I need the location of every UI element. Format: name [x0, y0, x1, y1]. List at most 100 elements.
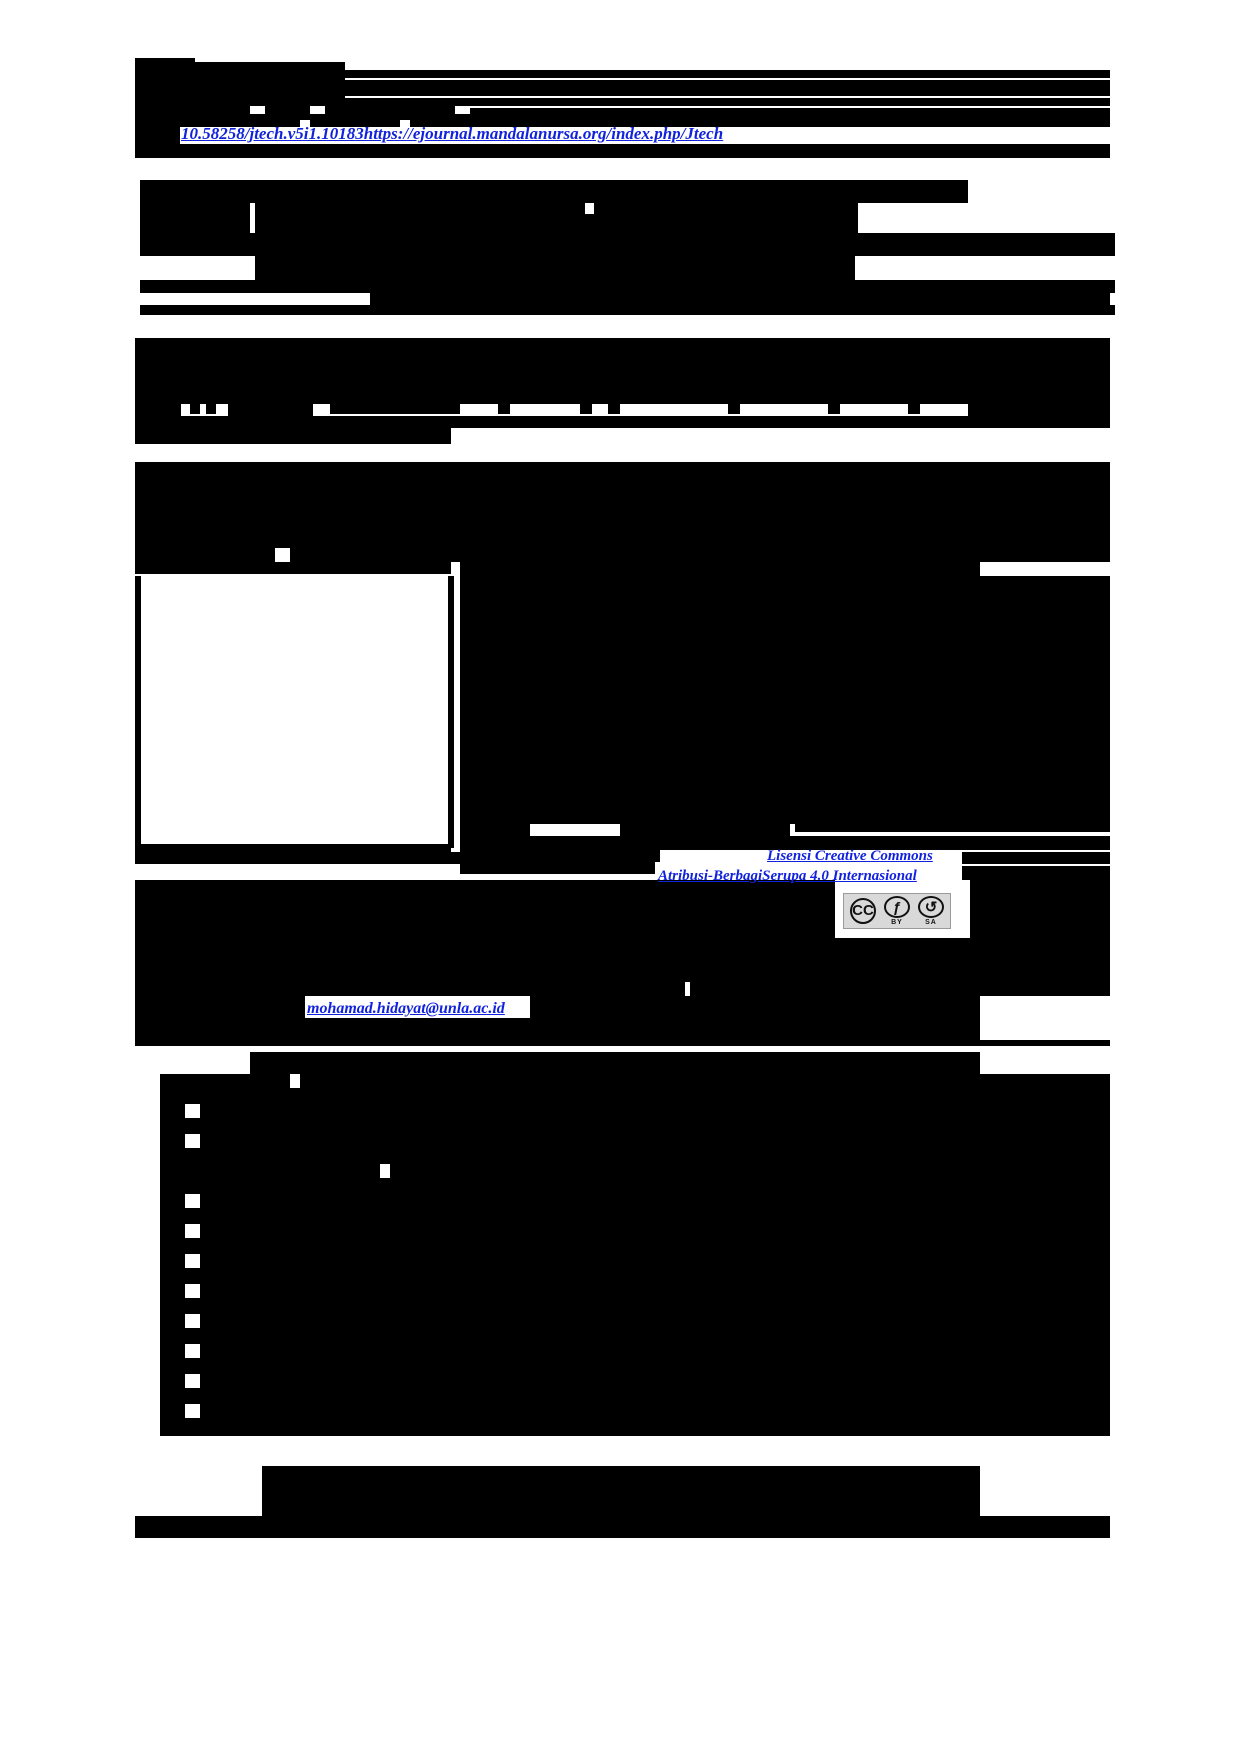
redaction-bar: [980, 1268, 1110, 1284]
redaction-bar: [135, 890, 835, 938]
redaction-bar: [135, 1516, 360, 1538]
redaction-bar: [135, 416, 1110, 428]
cc-license-link-line1[interactable]: Lisensi Creative Commons: [767, 848, 933, 864]
redaction-bar: [160, 1404, 185, 1418]
cc-sa-label: SA: [925, 919, 937, 926]
redaction-bar: [200, 1404, 980, 1418]
redaction-bar: [160, 1134, 185, 1148]
doi-journal-link[interactable]: 10.58258/jtech.v5i1.10183https://ejourna…: [181, 124, 724, 143]
redaction-bar: [608, 404, 620, 414]
redaction-bar: [290, 548, 980, 562]
redaction-bar: [190, 404, 200, 414]
redaction-bar: [160, 1358, 980, 1374]
redaction-bar: [160, 1418, 980, 1436]
redaction-bar: [980, 1164, 1110, 1178]
redaction-bar: [980, 1358, 1110, 1374]
redaction-bar: [135, 562, 451, 574]
cc-mark-icon: CC: [848, 896, 878, 926]
redaction-bar: [200, 1224, 980, 1238]
redaction-bar: [980, 1194, 1110, 1208]
redaction-bar: [160, 1254, 185, 1268]
redaction-bar: [160, 1224, 185, 1238]
redaction-bar: [135, 852, 655, 864]
redaction-bar: [135, 534, 980, 548]
redaction-bar: [250, 1052, 980, 1074]
redaction-bar: [980, 534, 1110, 548]
redaction-bar: [135, 1040, 1110, 1046]
redaction-bar: [135, 404, 181, 416]
redaction-bar: [160, 1194, 185, 1208]
redaction-bar: [140, 233, 1115, 256]
redaction-bar: [360, 1516, 980, 1538]
redaction-bar: [980, 1344, 1110, 1358]
redaction-bar: [255, 203, 585, 214]
redaction-bar: [594, 203, 858, 214]
redaction-bar: [135, 968, 1110, 982]
corresponding-author-email-link[interactable]: mohamad.hidayat@unla.ac.id: [307, 1000, 505, 1017]
redaction-bar: [180, 120, 300, 127]
redaction-bar: [135, 576, 141, 848]
redaction-bar: [980, 1404, 1110, 1418]
redaction-bar: [345, 88, 1110, 96]
redaction-bar: [980, 1328, 1110, 1344]
redaction-bar: [980, 1284, 1110, 1298]
redaction-bar: [448, 576, 454, 848]
redaction-bar: [200, 1344, 980, 1358]
redaction-bar: [135, 360, 1110, 374]
redaction-bar: [160, 1104, 185, 1118]
redaction-bar: [255, 256, 855, 280]
redaction-bar: [370, 293, 1110, 305]
redaction-bar: [460, 836, 1110, 850]
redaction-bar: [262, 1466, 980, 1516]
redaction-bar: [160, 1284, 185, 1298]
redaction-bar: [470, 108, 1110, 116]
redaction-bar: [580, 404, 592, 414]
redaction-bar: [968, 404, 1110, 416]
redaction-bar: [160, 1238, 980, 1254]
redaction-bar: [140, 203, 250, 233]
redaction-bar: [135, 144, 1110, 153]
redaction-bar: [135, 98, 1110, 106]
redaction-bar: [160, 1178, 980, 1194]
redaction-bar: [460, 576, 1110, 824]
redaction-bar: [620, 824, 790, 836]
redaction-bar: [160, 1344, 185, 1358]
redaction-bar: [135, 548, 275, 562]
redaction-bar: [160, 1314, 185, 1328]
redaction-bar: [980, 1238, 1110, 1254]
redaction-bar: [460, 824, 530, 836]
creative-commons-by-sa-badge[interactable]: CC ƒ BY ↺ SA: [843, 893, 951, 929]
redaction-bar: [228, 404, 313, 416]
redaction-bar: [980, 1388, 1110, 1404]
cc-license-link-line2[interactable]: Atribusi-BerbagiSerupa 4.0 Internasional: [658, 868, 917, 884]
redaction-bar: [330, 404, 460, 414]
redaction-bar: [530, 996, 980, 1018]
redaction-bar: [980, 1178, 1110, 1194]
redaction-bar: [160, 1118, 980, 1134]
redaction-bar: [135, 106, 250, 116]
redaction-bar: [980, 1374, 1110, 1388]
redaction-bar: [980, 1314, 1110, 1328]
redaction-bar: [962, 866, 1110, 880]
redaction-bar: [135, 954, 1110, 968]
redaction-bar: [200, 1134, 980, 1148]
redaction-bar: [135, 462, 1110, 476]
redaction-bar: [325, 106, 455, 116]
redaction-bar: [728, 404, 740, 414]
redaction-bar: [200, 1284, 980, 1298]
redaction-bar: [160, 1148, 980, 1164]
redaction-bar: [135, 982, 685, 996]
redaction-bar: [160, 1328, 980, 1344]
redaction-bar: [200, 1104, 980, 1118]
redaction-bar: [135, 506, 980, 520]
cc-sa-glyph: ↺: [924, 898, 938, 916]
redaction-bar: [980, 1254, 1110, 1268]
redaction-bar: [135, 844, 451, 852]
redaction-bar: [135, 120, 180, 144]
cc-by-icon: ƒ BY: [882, 896, 912, 926]
redaction-bar: [135, 390, 1110, 404]
redaction-bar: [265, 106, 310, 116]
redaction-bar: [160, 1268, 980, 1284]
redaction-bar: [980, 506, 1110, 520]
